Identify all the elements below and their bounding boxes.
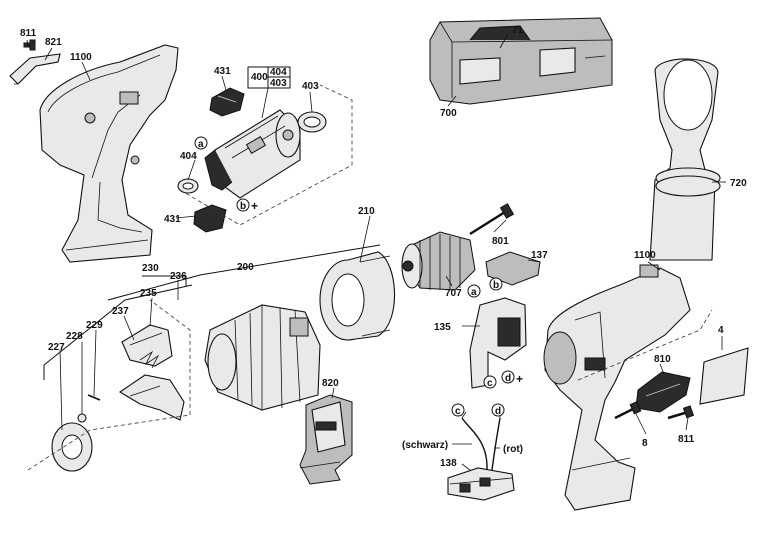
label-138: 138	[440, 458, 457, 469]
brush-holder-431-top	[209, 87, 245, 117]
letter-b-2: b	[493, 280, 499, 291]
circle-b-1	[236, 198, 250, 212]
plus-sign-2: +	[516, 372, 523, 386]
chuck-screw-801	[469, 203, 515, 236]
battery-terminal-138	[447, 467, 515, 501]
label-811-right: 811	[678, 434, 695, 445]
tool-dashed-line	[577, 309, 713, 381]
label-8: 8	[642, 438, 648, 449]
label-237: 237	[112, 306, 129, 317]
label-1100-left: 1100	[70, 52, 92, 63]
letter-d-2: d	[495, 406, 501, 417]
label-810: 810	[654, 354, 671, 365]
label-431-top: 431	[214, 66, 231, 77]
label-227: 227	[48, 342, 65, 353]
drill-assembly-1100	[543, 264, 691, 511]
letter-a-1: a	[198, 139, 204, 150]
spring-237	[139, 350, 160, 369]
clutch-cover-235	[121, 324, 173, 367]
screw-8	[614, 401, 642, 420]
pin-229	[87, 394, 101, 401]
clip-821	[9, 53, 61, 85]
letter-b-1: b	[240, 201, 246, 212]
switch-cap-137	[485, 251, 541, 286]
label-137: 137	[531, 250, 548, 261]
plus-sign-1: +	[251, 199, 258, 213]
label-135: 135	[434, 322, 451, 333]
label-200: 200	[237, 262, 254, 273]
gear-ring-210	[319, 251, 396, 341]
letter-c-2: c	[455, 406, 461, 417]
ring-403	[297, 111, 327, 133]
battery-820	[299, 394, 353, 485]
motor-dashed-outline	[179, 84, 353, 226]
clip-810	[635, 371, 691, 413]
label-rot: (rot)	[503, 444, 523, 455]
wire-red	[491, 417, 501, 471]
label-403-box: 403	[270, 78, 287, 89]
label-811-top: 811	[20, 28, 37, 39]
letter-c-1: c	[487, 378, 493, 389]
screw-811-right	[667, 405, 695, 420]
circle-c-1	[483, 375, 497, 389]
letter-a-2: a	[471, 287, 477, 298]
switch-135	[469, 297, 527, 389]
chuck-707	[401, 231, 476, 291]
housing-half-1100	[39, 44, 179, 263]
label-403: 403	[302, 81, 319, 92]
screw-811-top	[23, 39, 36, 51]
label-71: 71	[512, 25, 524, 36]
label-801: 801	[492, 236, 509, 247]
brush-holder-431-bottom	[193, 204, 227, 233]
wire-black	[461, 417, 488, 471]
gearbox-200	[204, 304, 321, 411]
label-821: 821	[45, 37, 62, 48]
bracket-400-split	[267, 67, 290, 88]
circle-d-1	[501, 370, 515, 384]
circle-a-1	[194, 136, 208, 150]
motor-400	[204, 109, 301, 199]
label-431-bottom: 431	[164, 214, 181, 225]
label-236: 236	[170, 271, 187, 282]
label-700: 700	[440, 108, 457, 119]
circle-c-2	[451, 403, 465, 417]
label-235: 235	[140, 288, 157, 299]
clutch-ring-236	[118, 374, 185, 421]
label-404: 404	[180, 151, 197, 162]
label-707: 707	[445, 288, 462, 299]
circle-b-2	[489, 277, 503, 291]
ball-228	[77, 413, 87, 423]
bracket-227-group	[43, 284, 193, 380]
label-210: 210	[358, 206, 375, 217]
label-230: 230	[142, 263, 159, 274]
front-plate-227	[51, 422, 93, 472]
circle-d-2	[491, 403, 505, 417]
bracket-200	[107, 244, 381, 301]
label-820: 820	[322, 378, 339, 389]
carry-case-700	[429, 17, 613, 105]
circle-a-2	[467, 284, 481, 298]
clutch-dashed-outline	[27, 299, 191, 471]
label-1100-right: 1100	[634, 250, 656, 261]
label-schwarz: (schwarz)	[402, 440, 448, 451]
side-handle-720	[649, 58, 721, 261]
label-229: 229	[86, 320, 103, 331]
label-228: 228	[66, 331, 83, 342]
label-4: 4	[718, 325, 724, 336]
bracket-400-box	[247, 66, 291, 89]
label-plate-4	[699, 347, 749, 405]
label-400: 400	[251, 72, 268, 83]
label-720: 720	[730, 178, 747, 189]
bracket-230	[142, 275, 187, 286]
label-404-box: 404	[270, 67, 287, 78]
letter-d-1: d	[505, 373, 511, 384]
